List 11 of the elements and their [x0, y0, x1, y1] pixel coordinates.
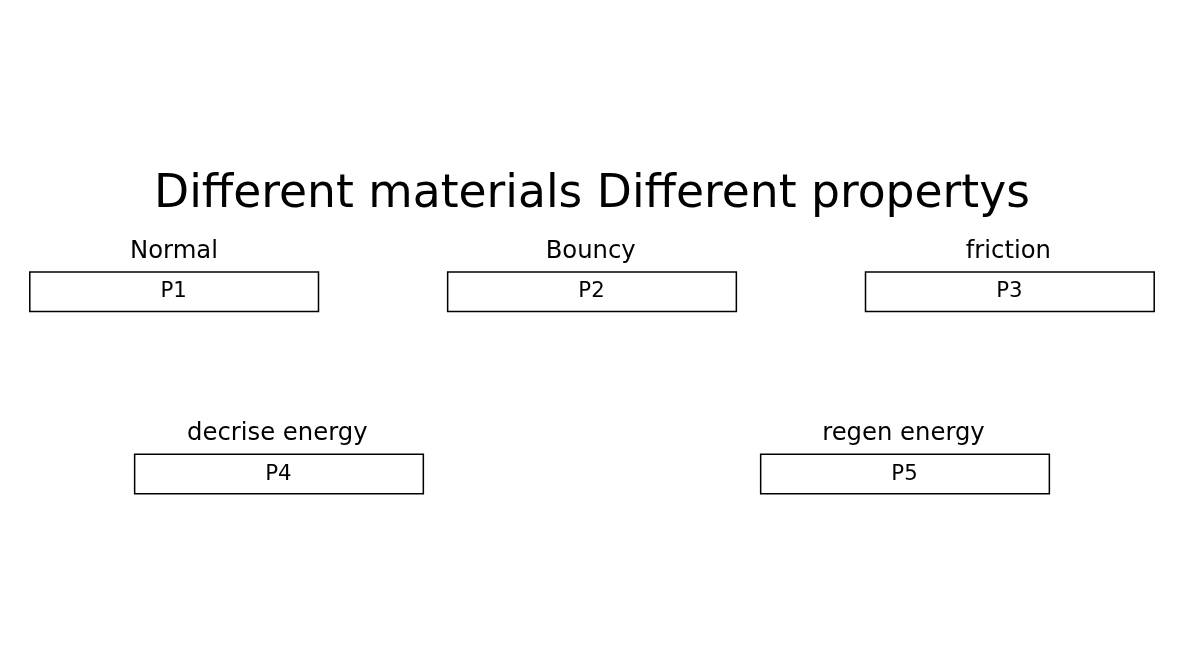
diagram-title: Different materials Different propertys: [154, 164, 1030, 218]
node-box: P4: [133, 453, 425, 495]
node-box: P2: [446, 270, 738, 312]
node-label: regen energy: [822, 416, 985, 446]
node-label: friction: [965, 234, 1051, 264]
node-label: Bouncy: [545, 234, 636, 264]
node-box: P5: [759, 453, 1051, 495]
node-box: P1: [29, 270, 320, 312]
node-label: decrise energy: [187, 416, 368, 446]
node-box: P3: [864, 270, 1155, 312]
node-label: Normal: [130, 234, 218, 264]
